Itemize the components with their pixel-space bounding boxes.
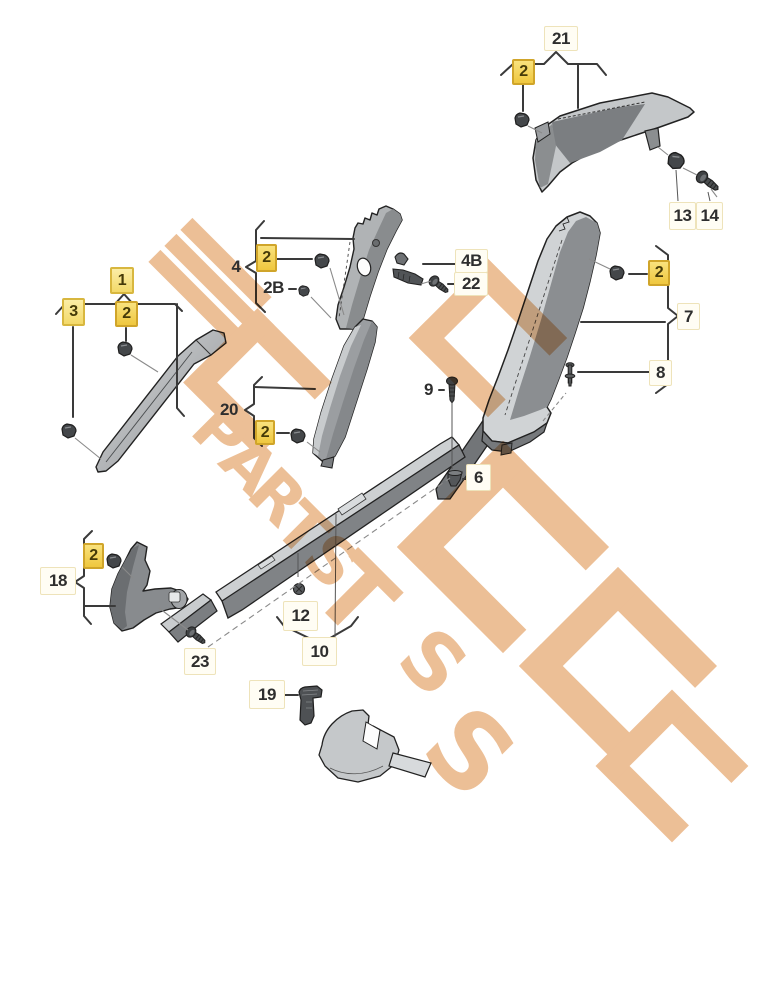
callout-22: 22 <box>454 272 488 296</box>
callout-2-highlighted: 2 <box>512 59 535 85</box>
thin-leaders <box>297 169 711 638</box>
callout-2-highlighted: 2 <box>256 244 277 272</box>
callout-3-highlighted: 3 <box>62 298 85 326</box>
grommet-12 <box>292 582 306 596</box>
clip-2-right <box>609 265 625 281</box>
callout-18: 18 <box>40 567 76 595</box>
screw-22 <box>426 273 452 297</box>
a-pillar-trim <box>95 329 227 473</box>
callout-2b: 2B <box>263 278 284 297</box>
bracket-part-4b <box>392 252 424 286</box>
screw-9 <box>446 376 458 404</box>
callout-4: 4 <box>231 257 241 276</box>
clip-2-bpillar <box>314 253 330 269</box>
callout-19: 19 <box>249 680 285 709</box>
clip-2-lower <box>290 428 306 444</box>
callout-8: 8 <box>649 360 672 386</box>
callout-1-highlighted: 1 <box>110 267 134 294</box>
callout-6: 6 <box>466 464 491 491</box>
callout-2-highlighted: 2 <box>648 260 670 286</box>
callout-13: 13 <box>669 202 696 230</box>
callout-10: 10 <box>302 637 337 666</box>
clip-2-top <box>514 112 530 128</box>
screw-14 <box>693 168 723 195</box>
clip-2-left <box>117 341 133 357</box>
callout-21: 21 <box>544 26 578 51</box>
callout-4b: 4B <box>455 249 488 273</box>
pin-8 <box>564 362 576 387</box>
clip-2b <box>298 285 310 297</box>
clip-part-19 <box>298 685 323 726</box>
b-pillar-lower-trim <box>312 318 378 469</box>
b-pillar-upper-trim <box>335 205 403 330</box>
callout-23: 23 <box>184 648 216 675</box>
callout-20: 20 <box>220 400 238 419</box>
callout-14: 14 <box>696 202 723 230</box>
callout-7: 7 <box>677 303 700 330</box>
clip-2-bottom <box>106 553 122 569</box>
callout-9: 9 <box>424 380 433 399</box>
footrest-trim <box>318 709 432 783</box>
c-pillar-trim <box>481 211 601 456</box>
screw-23 <box>183 624 209 648</box>
callout-2-highlighted: 2 <box>83 543 104 569</box>
pillar-trim-21 <box>532 92 695 193</box>
clip-13 <box>665 150 687 172</box>
clip-3 <box>61 423 77 439</box>
callout-2-highlighted: 2 <box>115 301 138 327</box>
a-pillar-lower-trim <box>109 541 189 632</box>
callout-12: 12 <box>283 601 318 631</box>
leader-lines <box>74 125 718 648</box>
callout-2-highlighted: 2 <box>255 420 275 445</box>
sill-trim <box>160 436 466 643</box>
